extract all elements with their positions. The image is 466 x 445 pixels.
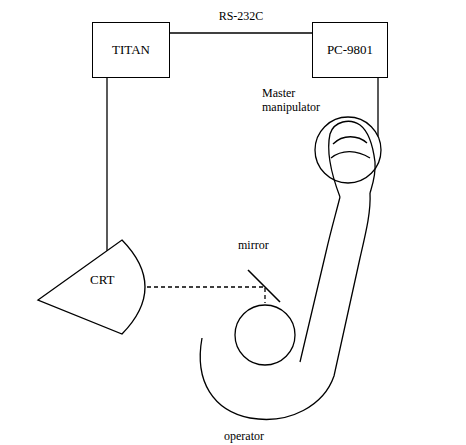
computer-box: TITAN	[92, 22, 170, 78]
node-label: Master manipulator	[262, 86, 328, 115]
operator-fingers	[331, 137, 370, 158]
connector-line	[170, 32, 312, 33]
operator-arm	[300, 197, 340, 362]
edge-label: RS-232C	[217, 9, 266, 23]
sight-line	[147, 287, 265, 303]
text-label: mirror	[236, 238, 271, 252]
text-label: operator	[222, 429, 266, 443]
manipulator-circle: Master manipulator	[262, 84, 388, 194]
operator-hand	[329, 121, 375, 197]
operator-head	[235, 305, 295, 365]
mirror-plate	[248, 270, 280, 302]
operator-body	[200, 193, 370, 419]
connector-line	[377, 78, 378, 136]
node-label: PC-9801	[327, 42, 373, 58]
connector-line	[106, 78, 107, 251]
node-label: CRT	[90, 272, 202, 288]
manipulator-ball	[315, 117, 381, 183]
node-label: TITAN	[112, 42, 150, 58]
computer-box: PC-9801	[312, 22, 388, 78]
crt-display: CRT	[38, 236, 150, 338]
